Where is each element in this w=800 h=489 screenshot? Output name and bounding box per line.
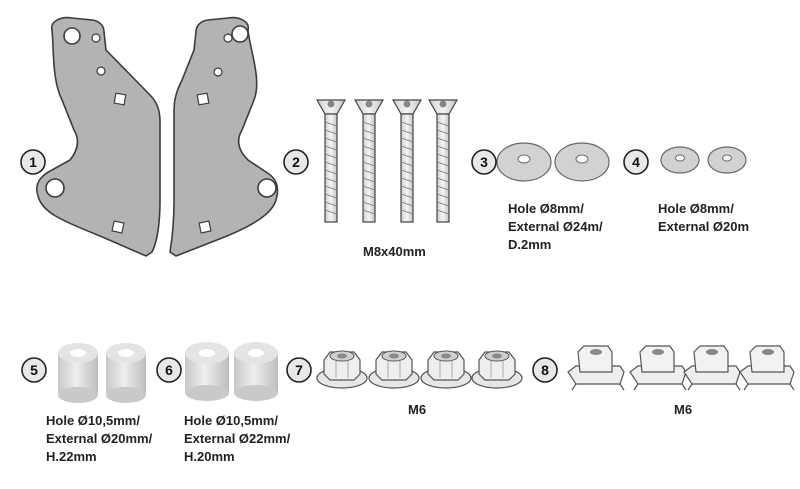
flange-nut: [368, 350, 420, 389]
part-badge-1: 1: [20, 149, 46, 175]
caption-line: Hole Ø8mm/: [658, 201, 734, 216]
small-washers: [660, 146, 747, 174]
bracket-plate-left: [36, 16, 161, 257]
screw: [427, 99, 459, 223]
flange-nut: [316, 350, 368, 389]
caption-line: M6: [408, 402, 427, 417]
caption-part-3: Hole Ø8mm/ External Ø24m/ D.2mm: [508, 200, 603, 254]
caption-line: H.22mm: [46, 449, 97, 464]
part-badge-7: 7: [286, 357, 312, 383]
part-badge-number: 5: [30, 362, 38, 378]
part-badge-number: 8: [541, 362, 549, 378]
caption-line: External Ø22mm/: [184, 431, 291, 446]
spacers-22mm: [58, 343, 146, 403]
part-badge-5: 5: [21, 357, 47, 383]
cage-nut: [683, 345, 741, 391]
caption-part-6: Hole Ø10,5mm/ External Ø22mm/ H.20mm: [184, 412, 290, 466]
part-badge-3: 3: [471, 149, 497, 175]
screws: [315, 99, 459, 223]
part-badge-4: 4: [623, 149, 649, 175]
caption-line: M8x40mm: [363, 244, 426, 259]
part-badge-6: 6: [156, 357, 182, 383]
caption-line: External Ø24m/: [508, 219, 603, 234]
caption-line: M6: [674, 402, 693, 417]
large-washers: [496, 142, 610, 182]
caption-line: Hole Ø8mm/: [508, 201, 584, 216]
part-badge-number: 4: [632, 154, 640, 170]
bracket-plate-right: [169, 16, 279, 257]
spacers-20mm: [185, 342, 278, 401]
caption-part-5: Hole Ø10,5mm/ External Ø20mm/ H.22mm: [46, 412, 152, 466]
part-badge-number: 1: [29, 154, 37, 170]
part-badge-8: 8: [532, 357, 558, 383]
caption-part-8: M6: [674, 401, 692, 419]
flange-nuts: [316, 350, 523, 389]
caption-line: External Ø20m: [658, 219, 750, 234]
caption-line: D.2mm: [508, 237, 552, 252]
caption-line: External Ø20mm/: [46, 431, 153, 446]
caption-line: H.20mm: [184, 449, 235, 464]
part-badges: 1 2 3 4 5 6 7 8: [20, 149, 649, 383]
caption-part-4: Hole Ø8mm/ External Ø20m: [658, 200, 749, 236]
flange-nut: [471, 350, 523, 389]
cage-nuts: [567, 345, 795, 391]
screw: [353, 99, 385, 223]
part-badge-number: 3: [480, 154, 488, 170]
part-badge-2: 2: [283, 149, 309, 175]
cage-nut: [629, 345, 687, 391]
screw: [315, 99, 347, 223]
part-badge-number: 2: [292, 154, 300, 170]
screw: [391, 99, 423, 223]
cage-nut: [739, 345, 795, 391]
caption-line: Hole Ø10,5mm/: [184, 413, 278, 428]
caption-part-7: M6: [408, 401, 426, 419]
part-badge-number: 7: [295, 362, 303, 378]
flange-nut: [420, 350, 472, 389]
cage-nut: [567, 345, 625, 391]
caption-line: Hole Ø10,5mm/: [46, 413, 140, 428]
part-badge-number: 6: [165, 362, 173, 378]
caption-part-2: M8x40mm: [363, 243, 426, 261]
